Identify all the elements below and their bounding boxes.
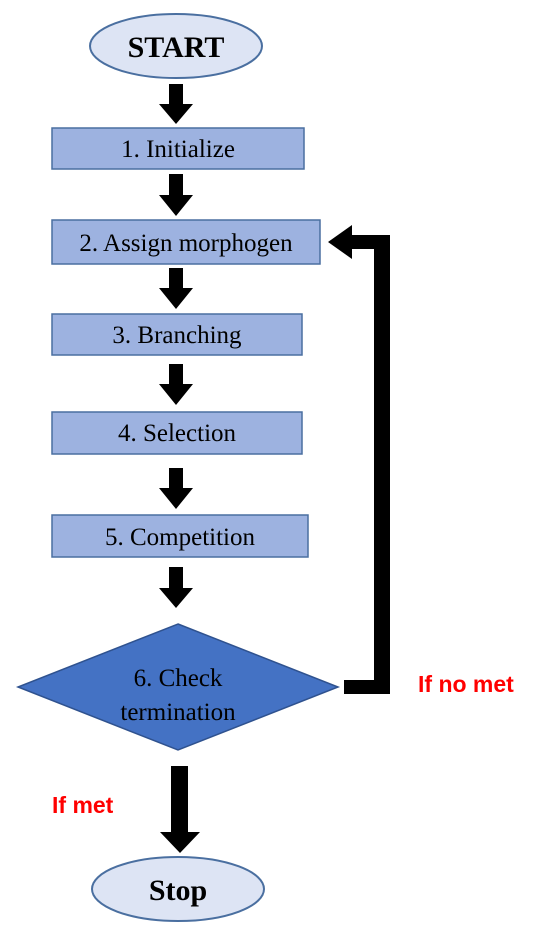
stop-ellipse [91,856,265,922]
step-initialize: 1. Initialize [51,127,305,170]
exit-condition-label: If met [52,792,114,818]
stop-label: Stop [149,874,207,907]
start-ellipse [89,13,263,79]
step-branching-box [51,313,303,356]
step-competition-box [51,514,309,558]
step-assign-morphogen-box [51,219,321,265]
arrow-branching-to-selection [159,364,193,405]
decision-check-termination: 6. Check termination [15,623,341,751]
step-branching-label: 3. Branching [112,322,242,349]
step-selection: 4. Selection [51,411,303,455]
arrow-selection-to-competition [159,468,193,509]
step-initialize-box [51,127,305,170]
step-competition: 5. Competition [51,514,309,558]
step-assign-morphogen-label: 2. Assign morphogen [79,230,293,257]
arrow-start-to-initialize [159,84,193,124]
step-selection-box [51,411,303,455]
arrow-check-to-stop [160,766,200,853]
decision-diamond [15,623,341,751]
stop-node: Stop [91,856,265,922]
step-selection-label: 4. Selection [118,420,237,447]
arrow-assign-to-branching [159,268,193,309]
decision-label-line1: 6. Check [134,665,223,692]
arrow-competition-to-check [159,567,193,608]
start-node: START [89,13,263,79]
step-competition-label: 5. Competition [105,524,256,551]
decision-label-line2: termination [120,699,236,726]
arrow-initialize-to-assign [159,174,193,216]
start-label: START [128,31,225,64]
step-branching: 3. Branching [51,313,303,356]
loop-condition-label: If no met [418,671,514,697]
step-initialize-label: 1. Initialize [121,136,235,163]
loop-back-arrow [328,225,390,694]
step-assign-morphogen: 2. Assign morphogen [51,219,321,265]
